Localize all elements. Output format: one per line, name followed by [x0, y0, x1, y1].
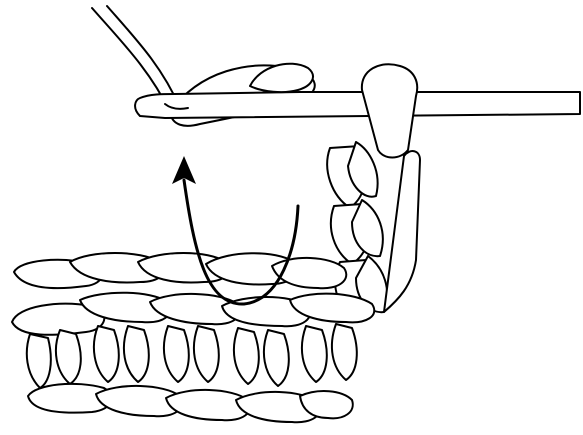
stitch-row-bottom: [28, 384, 353, 422]
hook-loop: [362, 64, 417, 157]
stitch-chain-icon: [327, 142, 420, 318]
stitch-row-top: [14, 253, 346, 288]
stitch-posts: [27, 324, 357, 388]
crochet-hook-icon: [135, 92, 580, 118]
